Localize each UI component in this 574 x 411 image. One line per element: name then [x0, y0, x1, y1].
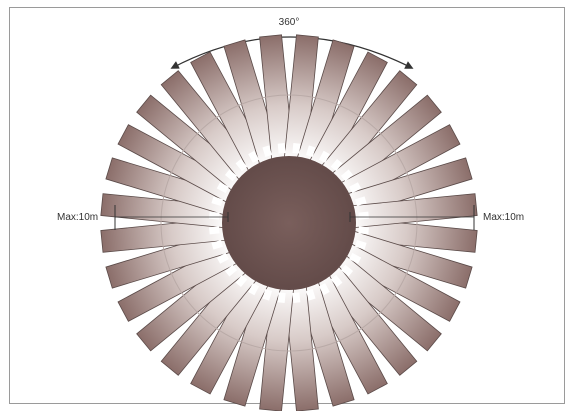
- right-range-label: Max:10m: [483, 212, 524, 223]
- emitter-segment: [358, 226, 369, 234]
- emitter-segment: [358, 212, 369, 220]
- emitter-segment: [278, 143, 286, 154]
- emitter-segment: [209, 226, 220, 234]
- sweep-angle-label: 360°: [279, 17, 300, 28]
- emitter-segment: [292, 292, 300, 303]
- emitter-segment: [278, 292, 286, 303]
- left-range-label: Max:10m: [57, 212, 98, 223]
- emitter-segment: [209, 212, 220, 220]
- emitter-segment: [292, 143, 300, 154]
- light-core: [222, 156, 356, 290]
